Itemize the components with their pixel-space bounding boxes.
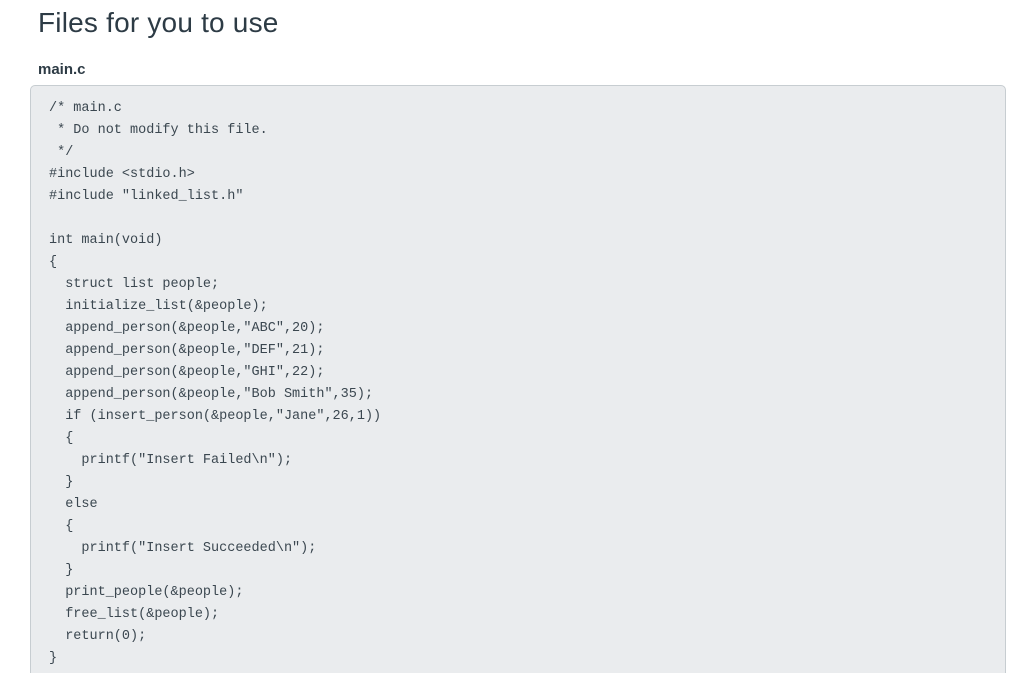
code-content: /* main.c * Do not modify this file. */ … <box>49 100 382 666</box>
page-title: Files for you to use <box>38 7 279 38</box>
file-name-label: main.c <box>38 60 86 78</box>
main-content: Files for you to use main.c /* main.c * … <box>0 6 1024 673</box>
code-block-main-c: /* main.c * Do not modify this file. */ … <box>30 84 1006 673</box>
